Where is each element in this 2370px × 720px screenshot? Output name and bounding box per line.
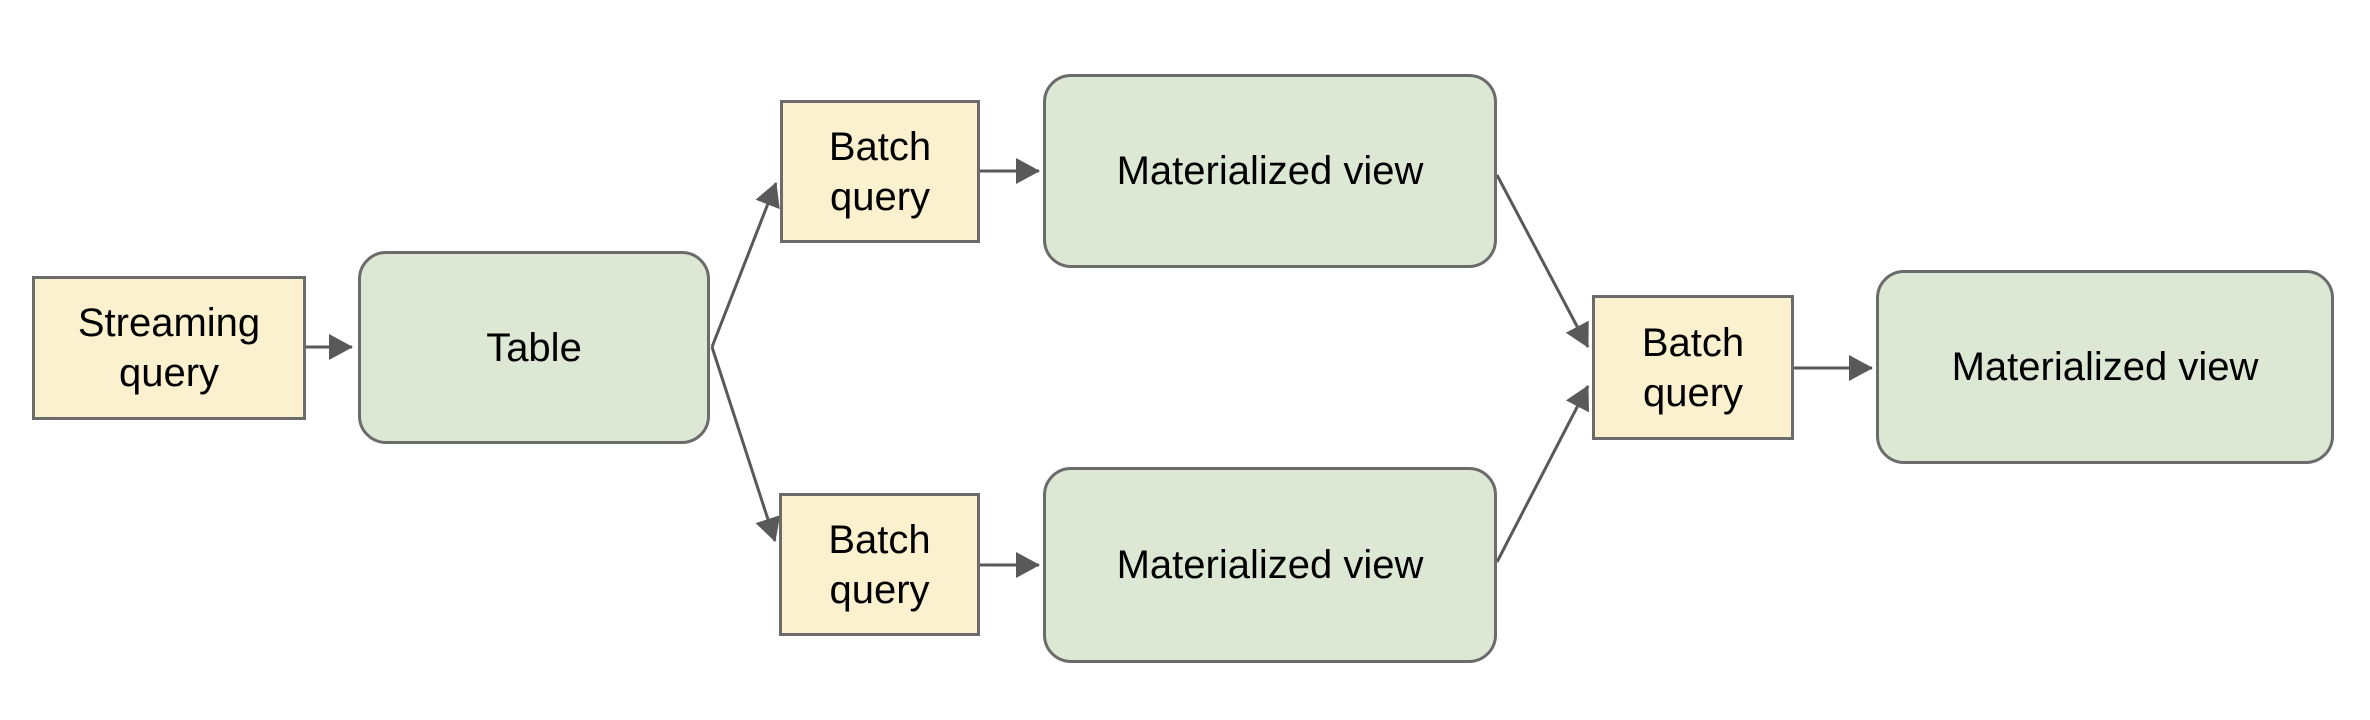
node-materialized-view-top-label: Materialized view bbox=[1116, 149, 1424, 193]
node-batch-query-bottom-label: Batch query bbox=[828, 517, 931, 612]
edge-table-to-batch-query-top bbox=[710, 182, 780, 348]
node-streaming-query-label: Streaming query bbox=[77, 301, 261, 395]
node-materialized-view-final: Materialized view bbox=[1876, 270, 2334, 464]
node-streaming-query: Streaming query bbox=[32, 276, 306, 420]
node-batch-query-top: Batch query bbox=[780, 100, 980, 243]
node-batch-query-merge-label: Batch query bbox=[1641, 320, 1745, 415]
node-materialized-view-top: Materialized view bbox=[1043, 74, 1497, 268]
node-batch-query-top-label: Batch query bbox=[828, 124, 932, 219]
edge-mv-bottom-to-batch-query-merge bbox=[1495, 385, 1590, 563]
node-materialized-view-bottom: Materialized view bbox=[1043, 467, 1497, 663]
node-materialized-view-final-label: Materialized view bbox=[1951, 345, 2259, 389]
edge-mv-top-to-batch-query-merge bbox=[1495, 174, 1590, 348]
node-table: Table bbox=[358, 251, 710, 444]
edge-table-to-batch-query-bottom bbox=[710, 346, 781, 542]
node-materialized-view-bottom-label: Materialized view bbox=[1116, 543, 1424, 587]
node-batch-query-merge: Batch query bbox=[1592, 295, 1794, 440]
node-table-label: Table bbox=[486, 325, 582, 370]
node-batch-query-bottom: Batch query bbox=[779, 493, 980, 636]
